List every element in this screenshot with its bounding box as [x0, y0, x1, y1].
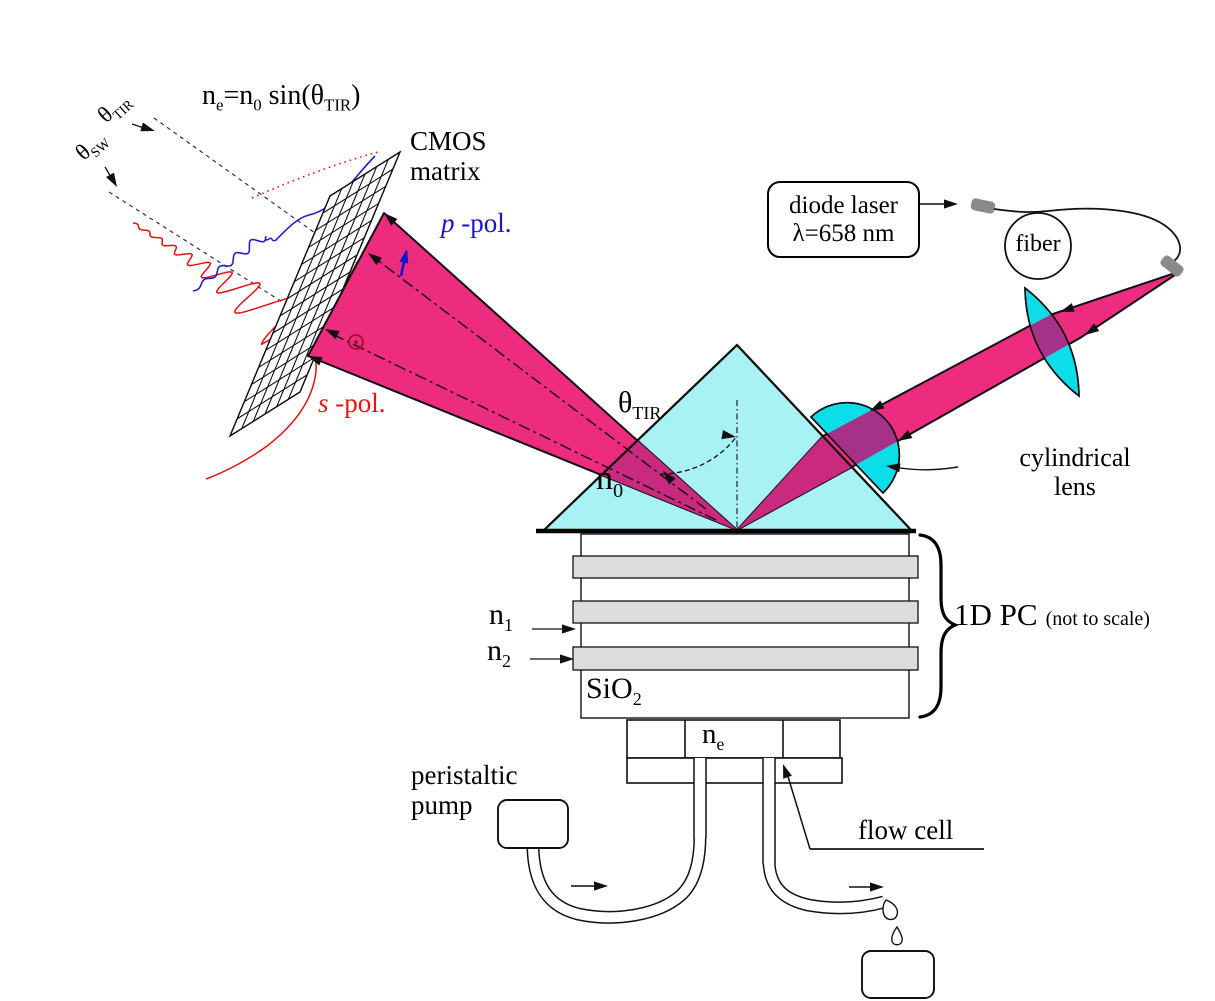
n1-label: n1 [489, 598, 513, 635]
theta-tir-arc [660, 435, 738, 475]
formula-label: ne=n0 sin(θTIR) [202, 80, 361, 115]
pc-layer-1 [572, 555, 919, 579]
p-pol-ray [371, 255, 707, 510]
sio2-label: SiO2 [586, 672, 642, 709]
outlet-channel-fill [763, 758, 775, 864]
arrowhead-icon [384, 213, 398, 226]
diode-laser-box: diode laser λ=658 nm [767, 181, 920, 258]
arrowhead-icon [325, 329, 340, 340]
s-polarization-out-of-plane-icon [348, 334, 364, 350]
lens-leader-line [889, 465, 959, 471]
waste-container-box [861, 950, 935, 999]
fiber-coil [1004, 212, 1072, 280]
prism-theta-tir-label: θTIR [618, 386, 662, 423]
flow-cell-base [626, 757, 843, 784]
arrowhead-icon [368, 253, 382, 266]
cmos-matrix-label: CMOS matrix [410, 126, 487, 187]
droplet-at-spout-icon [882, 899, 899, 921]
fiber-label: fiber [1015, 231, 1061, 257]
p-pol-label: p -pol. [441, 208, 512, 238]
prism-n0-label: n0 [596, 460, 624, 502]
arrowhead-icon [308, 356, 323, 366]
pc-layer-3 [572, 646, 919, 671]
arrowhead-icon [140, 122, 155, 132]
fiber-connector-2 [1160, 255, 1184, 277]
p-pol-resonance-curve [192, 155, 376, 292]
n2-label: n2 [487, 634, 511, 671]
flow-cell-label: flow cell [858, 815, 954, 845]
arrowhead-icon [1085, 323, 1100, 335]
arrowhead-icon [870, 882, 884, 892]
half-cylinder-lens-outline [809, 401, 901, 495]
outlet-tube [764, 861, 886, 913]
pc-stack-brace [918, 533, 959, 719]
inlet-tube [528, 835, 705, 923]
arrowhead-icon [399, 249, 409, 264]
fiber-line [993, 207, 1182, 264]
arrowheads [106, 122, 1100, 892]
s-pol-ray [329, 332, 717, 521]
arrowhead-icon [783, 764, 792, 779]
s-polarization-dot [354, 340, 358, 344]
flow-cell-top [626, 719, 841, 759]
arrowhead-icon [898, 430, 913, 441]
inlet-channel-fill [694, 758, 706, 838]
falling-droplet-icon [891, 925, 903, 946]
flow-cell-leader-line [785, 769, 811, 850]
diode-laser-line1: diode laser [789, 191, 898, 219]
arrowhead-icon [944, 199, 958, 209]
arrowhead-icon [106, 172, 117, 187]
arrowhead-icon [1060, 303, 1075, 312]
pc-layer-2 [572, 600, 919, 624]
peristaltic-pump-box [497, 799, 569, 849]
1d-pc-label: 1D PC(not to scale) [954, 597, 1150, 632]
fiber-connector-1 [970, 198, 996, 214]
s-pol-label: s -pol. [318, 388, 386, 418]
arrowhead-icon [870, 400, 885, 411]
arrowhead-icon [721, 430, 736, 440]
arrowhead-icon [594, 881, 608, 891]
cylindrical-lens-label: cylindrical lens [1019, 443, 1131, 502]
peristaltic-pump-label: peristaltic pump [411, 760, 518, 821]
s-pol-resonance-curve [132, 222, 317, 480]
theta-sw-direction-line [108, 191, 299, 313]
cylindrical-lens-outline [1024, 286, 1080, 398]
ne-label: ne [702, 718, 725, 754]
incident-beam-inside-prism [737, 345, 912, 530]
arrowhead-icon [560, 654, 574, 664]
diode-laser-line2: λ=658 nm [792, 219, 895, 247]
arrowhead-icon [562, 624, 576, 634]
arrowhead-icon [886, 463, 901, 473]
arrowhead-icon [663, 471, 676, 485]
